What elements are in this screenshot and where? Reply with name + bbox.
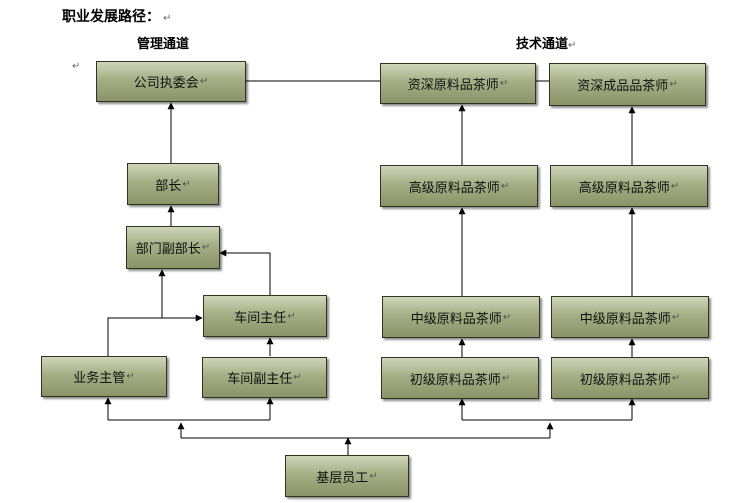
node-advanced-raw-tea-master-1: 高级原料品茶师↵ bbox=[380, 165, 538, 207]
paragraph-mark-icon: ↵ bbox=[670, 180, 680, 192]
node-label: 中级原料品茶师 bbox=[579, 311, 671, 327]
node-label: 基层员工 bbox=[316, 470, 369, 486]
paragraph-mark-icon: ↵ bbox=[499, 78, 509, 89]
paragraph-mark-icon: ↵ bbox=[502, 311, 512, 323]
paragraph-mark-icon: ↵ bbox=[287, 310, 296, 322]
paragraph-mark-icon: ↵ bbox=[293, 372, 302, 383]
node-label: 中级原料品茶师 bbox=[410, 311, 502, 327]
node-business-supervisor: 业务主管↵ bbox=[41, 356, 167, 397]
page-title: 职业发展路径：↵ bbox=[62, 6, 171, 26]
paragraph-mark-icon: ↵ bbox=[501, 372, 511, 384]
paragraph-mark-icon: ↵ bbox=[199, 76, 209, 87]
node-senior-raw-tea-master: 资深原料品茶师↵ bbox=[380, 63, 536, 104]
node-base-staff: 基层员工↵ bbox=[285, 455, 409, 497]
paragraph-mark-icon: ↵ bbox=[369, 470, 378, 482]
technical-channel-heading: 技术通道↵ bbox=[516, 33, 576, 52]
paragraph-mark-icon: ↵ bbox=[126, 371, 135, 382]
node-intermediate-raw-tea-master-1: 中级原料品茶师↵ bbox=[382, 296, 540, 338]
node-label: 公司执委会 bbox=[133, 76, 199, 91]
node-junior-raw-tea-master-1: 初级原料品茶师↵ bbox=[381, 357, 539, 399]
node-label: 高级原料品茶师 bbox=[578, 180, 670, 196]
node-label: 初级原料品茶师 bbox=[409, 372, 501, 388]
node-label: 初级原料品茶师 bbox=[579, 372, 671, 388]
paragraph-mark-icon: ↵ bbox=[669, 79, 678, 90]
node-label: 部长 bbox=[155, 178, 182, 194]
node-label: 资深原料品茶师 bbox=[407, 78, 499, 93]
page-title-text: 职业发展路径： bbox=[62, 9, 160, 25]
node-label: 高级原料品茶师 bbox=[408, 180, 500, 196]
supervisor-to-workshop-arrow bbox=[107, 314, 203, 356]
node-intermediate-raw-tea-master-2: 中级原料品茶师↵ bbox=[551, 296, 709, 338]
paragraph-mark-icon: ↵ bbox=[568, 40, 577, 51]
node-minister: 部长↵ bbox=[127, 163, 219, 205]
paragraph-mark-icon: ↵ bbox=[671, 372, 681, 384]
paragraph-mark-icon: ↵ bbox=[201, 242, 211, 253]
paragraph-mark-icon: ↵ bbox=[500, 180, 510, 192]
paragraph-mark-icon: ↵ bbox=[671, 311, 681, 323]
node-label: 资深成品品茶师 bbox=[577, 79, 669, 94]
node-label: 车间副主任 bbox=[227, 372, 293, 387]
node-deputy-workshop-director: 车间副主任↵ bbox=[202, 357, 327, 398]
node-workshop-director: 车间主任↵ bbox=[203, 295, 327, 337]
node-label: 业务主管 bbox=[73, 371, 126, 386]
node-advanced-raw-tea-master-2: 高级原料品茶师↵ bbox=[550, 165, 708, 207]
paragraph-mark-icon: ↵ bbox=[72, 61, 81, 72]
node-deputy-minister: 部门副部长↵ bbox=[126, 226, 220, 269]
node-senior-finished-tea-master: 资深成品品茶师↵ bbox=[549, 63, 706, 106]
node-executive: 公司执委会↵ bbox=[96, 61, 246, 102]
node-label: 部门副部长 bbox=[135, 242, 201, 257]
technical-channel-label: 技术通道 bbox=[516, 37, 569, 52]
node-junior-raw-tea-master-2: 初级原料品茶师↵ bbox=[551, 357, 709, 399]
paragraph-mark-icon: ↵ bbox=[163, 13, 172, 24]
workshop-to-deputy-arrow bbox=[219, 249, 271, 295]
management-channel-label: 管理通道 bbox=[137, 37, 190, 52]
management-channel-heading: 管理通道 bbox=[137, 33, 189, 52]
paragraph-mark-icon: ↵ bbox=[182, 178, 191, 190]
node-label: 车间主任 bbox=[234, 310, 287, 326]
